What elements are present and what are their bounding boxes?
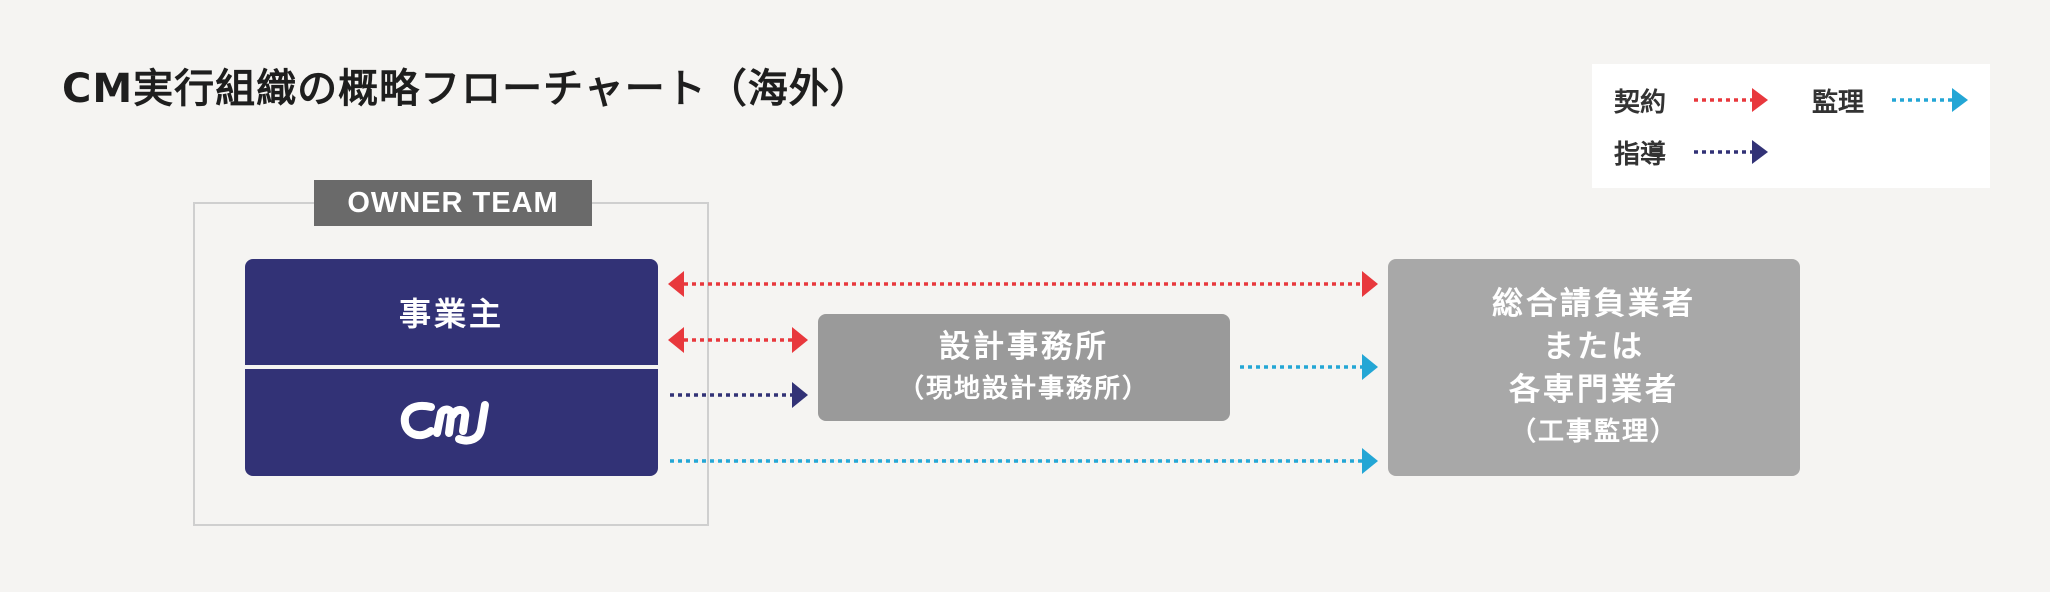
legend: 契約 指導 監理 (1592, 64, 1990, 188)
cmj-logo-icon (400, 400, 489, 445)
contractor-line-2: または (1543, 329, 1645, 365)
legend-guidance-label: 指導 (1614, 140, 1667, 170)
design-office-name: 設計事務所 (939, 329, 1109, 365)
contractor-box: 総合請負業者 または 各専門業者 （工事監理） (1388, 259, 1800, 476)
contractor-sub: （工事監理） (1509, 417, 1678, 447)
page-title: CM実行組織の概略フローチャート（海外） (62, 66, 871, 112)
client-box: 事業主 (245, 259, 658, 365)
design-office-box: 設計事務所 （現地設計事務所） (818, 314, 1230, 421)
client-label: 事業主 (398, 295, 504, 333)
arrow-cmj-design (670, 382, 808, 408)
arrow-client-contractor (668, 271, 1378, 297)
arrow-client-design (668, 327, 808, 353)
arrow-cmj-contractor (670, 448, 1378, 474)
owner-team-label: OWNER TEAM (314, 180, 592, 226)
legend-guidance-arrow (1694, 140, 1768, 164)
contractor-line-3: 各専門業者 (1509, 372, 1679, 408)
legend-supervision-label: 監理 (1812, 88, 1865, 118)
legend-contract-arrow (1694, 88, 1768, 112)
arrow-design-contractor (1240, 354, 1378, 380)
cmj-box (245, 369, 658, 476)
legend-contract-label: 契約 (1614, 88, 1667, 118)
legend-supervision-arrow (1892, 88, 1968, 112)
design-office-sub: （現地設計事務所） (897, 374, 1150, 404)
contractor-line-1: 総合請負業者 (1492, 286, 1696, 322)
